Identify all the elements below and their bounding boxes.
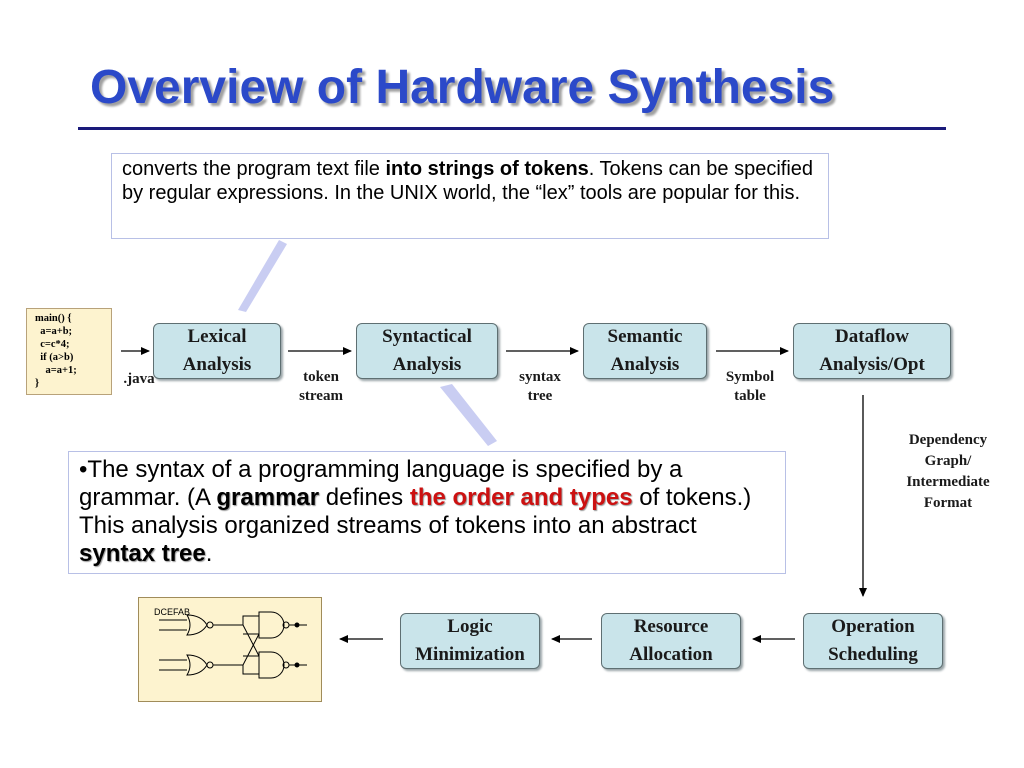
syntax-callout-grammar: grammar — [216, 484, 320, 511]
stage-operation-scheduling: Operation Scheduling — [803, 613, 943, 669]
page-title: Overview of Hardware Synthesis — [90, 61, 835, 114]
code-line: a=a+b; — [35, 326, 73, 337]
label-line: Intermediate — [906, 474, 990, 490]
label-line: Symbol — [725, 369, 775, 385]
pointer-lexical-callout — [238, 240, 287, 312]
stage-line: Resource — [633, 616, 709, 637]
stage-lexical-analysis: Lexical Analysis — [153, 323, 281, 379]
code-line: } — [35, 378, 40, 389]
stage-resource-allocation: Resource Allocation — [601, 613, 741, 669]
stage-line: Syntactical — [382, 326, 472, 347]
stage-line: Analysis — [392, 354, 462, 375]
label-line: Graph/ — [924, 453, 972, 469]
label-line: stream — [299, 388, 343, 404]
label-symbol-table: Symbol table — [716, 368, 784, 406]
syntax-callout-text-4: . — [205, 540, 213, 567]
stage-semantic-analysis: Semantic Analysis — [583, 323, 707, 379]
label-line: table — [734, 388, 766, 404]
lexical-callout-bold: into strings of tokens — [385, 158, 589, 180]
lexical-callout-text-2: . Tokens can be specified by regular exp… — [122, 158, 814, 204]
code-line: c=c*4; — [35, 339, 70, 350]
stage-line: Analysis/Opt — [819, 354, 925, 375]
logic-circuit-label: DCEFAB — [154, 607, 191, 617]
stage-syntactical-analysis: Syntactical Analysis — [356, 323, 498, 379]
syntax-callout-order-types: the order and types — [409, 484, 633, 511]
stage-dataflow-analysis: Dataflow Analysis/Opt — [793, 323, 951, 379]
label-line: syntax — [519, 369, 561, 385]
stage-line: Operation — [831, 616, 915, 637]
code-line: if (a>b) — [35, 352, 74, 363]
stage-line: Semantic — [607, 326, 683, 347]
source-code-box: main() { a=a+b; c=c*4; if (a>b) a=a+1;} — [26, 308, 112, 395]
label-token-stream: token stream — [286, 368, 356, 406]
label-line: token — [303, 369, 339, 385]
lexical-callout-text-1: converts the program text file — [122, 158, 386, 180]
stage-line: Scheduling — [828, 644, 918, 665]
label-line: tree — [527, 388, 553, 404]
logic-gates-icon — [159, 611, 307, 679]
syntax-callout: •The syntax of a programming language is… — [68, 451, 786, 574]
lexical-callout: converts the program text file into stri… — [111, 153, 829, 239]
syntax-callout-text-1: •The syntax of a programming language is… — [79, 456, 683, 511]
label-line: Format — [923, 495, 973, 511]
label-syntax-tree: syntax tree — [508, 368, 572, 406]
stage-line: Lexical — [187, 326, 247, 347]
stage-line: Analysis — [610, 354, 680, 375]
label-dependency-graph: Dependency Graph/ Intermediate Format — [886, 430, 1010, 514]
label-java: .java — [123, 371, 155, 387]
stage-line: Analysis — [182, 354, 252, 375]
pointer-syntax-callout — [440, 384, 497, 446]
callout-pointers — [238, 240, 497, 446]
label-line: Dependency — [908, 432, 988, 448]
syntax-callout-text-3: of tokens.) This analysis organized stre… — [79, 484, 752, 539]
syntax-callout-syntax-tree: syntax tree — [79, 540, 206, 567]
stage-line: Dataflow — [835, 326, 909, 347]
stage-line: Minimization — [415, 644, 525, 665]
flow-arrows — [121, 347, 867, 643]
stage-line: Allocation — [629, 644, 713, 665]
stage-line: Logic — [447, 616, 493, 637]
syntax-callout-text-2: defines — [319, 484, 410, 511]
stage-logic-minimization: Logic Minimization — [400, 613, 540, 669]
title-underline — [78, 127, 946, 130]
logic-circuit-box: DCEFAB — [138, 597, 322, 702]
code-line: main() { — [35, 313, 72, 324]
code-line: a=a+1; — [35, 365, 77, 376]
